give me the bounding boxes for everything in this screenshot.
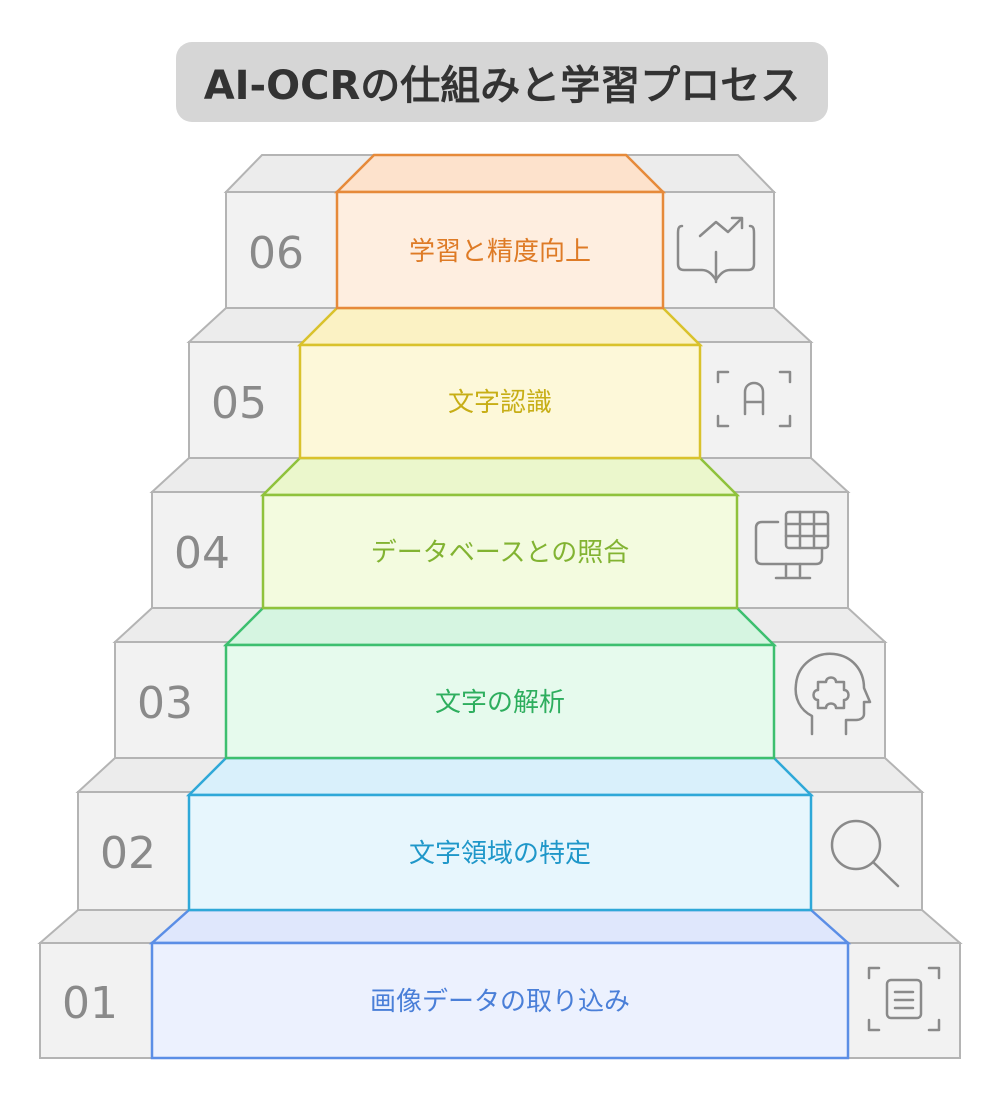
- document-scan-icon: [867, 966, 941, 1032]
- panel-02: [185, 756, 815, 912]
- letter-scan-icon: [716, 370, 792, 428]
- step-label-05: 文字認識: [448, 388, 552, 418]
- panel-04: [259, 456, 741, 610]
- step-label-02: 文字領域の特定: [409, 839, 591, 869]
- step-number-02: 02: [100, 828, 156, 879]
- step-label-06: 学習と精度向上: [409, 237, 591, 267]
- panel-05: [296, 306, 704, 460]
- panel-01: [148, 908, 852, 1060]
- page-title: AI-OCRの仕組みと学習プロセス: [176, 42, 828, 122]
- book-growth-icon: [676, 216, 756, 284]
- magnifier-icon: [830, 819, 900, 888]
- step-label-03: 文字の解析: [435, 688, 565, 718]
- step-number-03: 03: [137, 678, 193, 729]
- step-number-04: 04: [174, 528, 230, 579]
- step-number-06: 06: [248, 228, 304, 279]
- step-number-01: 01: [62, 978, 118, 1029]
- step-label-04: データベースとの照合: [371, 538, 629, 568]
- step-label-01: 画像データの取り込み: [370, 987, 630, 1017]
- panel-03: [222, 606, 778, 760]
- panel-06: [333, 153, 667, 310]
- monitor-table-icon: [754, 510, 830, 580]
- step-number-05: 05: [211, 378, 267, 429]
- head-puzzle-icon: [794, 652, 872, 736]
